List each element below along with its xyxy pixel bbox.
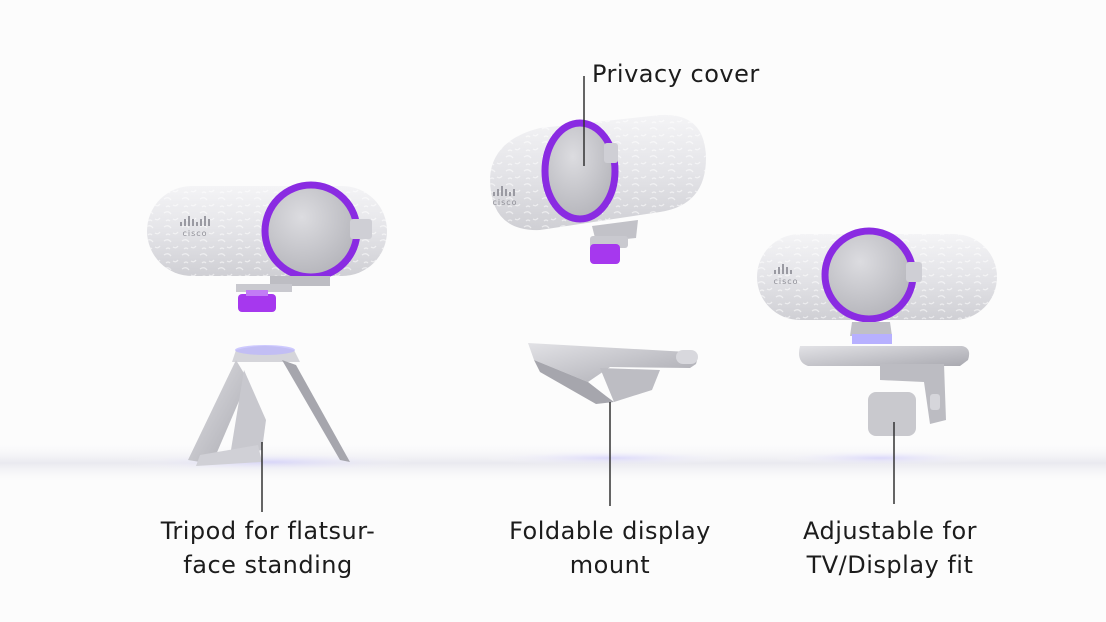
- cisco-logo-text: cisco: [182, 229, 207, 238]
- privacy-shutter-icon: [261, 181, 361, 281]
- privacy-cover-text: Privacy cover: [592, 60, 760, 88]
- privacy-shutter-icon-3: [821, 227, 917, 323]
- cisco-logo-text-2: cisco: [492, 198, 517, 207]
- webcam-right: cisco: [757, 227, 997, 436]
- mount-label: Foldable display mount: [500, 514, 720, 582]
- privacy-cover-label: Privacy cover: [592, 57, 760, 91]
- adjustable-label-line2: TV/Display fit: [806, 551, 974, 579]
- tripod-icon: [188, 345, 350, 466]
- tripod-label-line2: face standing: [183, 551, 353, 579]
- tripod-label-line1: Tripod for flatsur-: [160, 517, 376, 545]
- display-mount-icon: [528, 343, 698, 404]
- privacy-shutter-icon-2: [541, 119, 619, 223]
- adjustable-label-line1: Adjustable for: [802, 517, 978, 545]
- webcam-middle: cisco: [490, 114, 706, 264]
- tripod-label: Tripod for flatsur- face standing: [128, 514, 408, 582]
- adjustable-label: Adjustable for TV/Display fit: [780, 514, 1000, 582]
- cisco-logo-text-3: cisco: [773, 277, 798, 286]
- mount-label-line1: Foldable display: [509, 517, 711, 545]
- mount-label-line2: mount: [569, 551, 651, 579]
- webcam-left: cisco: [147, 181, 387, 312]
- cisco-logo: [180, 216, 210, 226]
- callout-lines: [261, 76, 895, 512]
